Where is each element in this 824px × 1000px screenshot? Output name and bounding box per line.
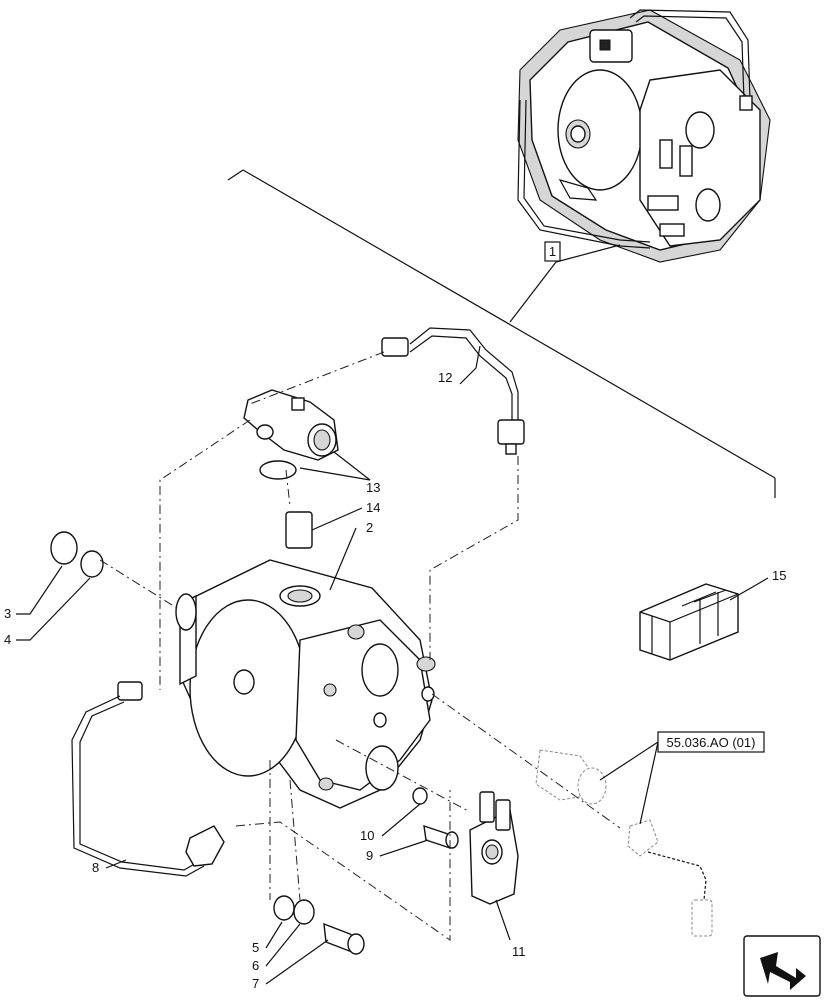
leader-lines — [16, 345, 769, 985]
reference-link[interactable]: 55.036.AO (01) — [657, 731, 765, 753]
screw-9 — [423, 824, 459, 849]
kit-crate-15 — [639, 583, 739, 661]
callout-1: 1 — [544, 241, 561, 262]
callout-8: 8 — [92, 860, 99, 875]
callout-10: 10 — [360, 828, 374, 843]
callout-14: 14 — [366, 500, 380, 515]
o-ring-13 — [259, 460, 297, 480]
callout-4: 4 — [4, 632, 11, 647]
spring-14 — [285, 511, 313, 549]
plug-screw-7 — [323, 922, 365, 955]
callout-1-label: 1 — [549, 244, 556, 259]
reference-sensor — [535, 749, 713, 937]
pipe-8 — [71, 681, 225, 877]
reference-label: 55.036.AO (01) — [667, 735, 756, 750]
pipe-12 — [381, 327, 525, 455]
callout-3: 3 — [4, 606, 11, 621]
callout-labels: 12 13 14 2 3 4 8 10 9 11 5 6 7 15 — [4, 370, 786, 991]
pump-housing-2 — [175, 559, 436, 809]
assembly-bracket — [227, 169, 776, 498]
control-valve-11 — [469, 791, 519, 905]
washer-10 — [412, 787, 428, 805]
callout-15: 15 — [772, 568, 786, 583]
callout-13: 13 — [366, 480, 380, 495]
pump-assembly-overview — [517, 9, 771, 263]
seals-5-6 — [273, 895, 315, 925]
callout-12: 12 — [438, 370, 452, 385]
callout-11: 11 — [512, 944, 526, 959]
callout-9: 9 — [366, 848, 373, 863]
callout-2: 2 — [366, 520, 373, 535]
callout-6: 6 — [252, 958, 259, 973]
retaining-rings — [50, 531, 104, 578]
assembly-center-lines — [99, 351, 621, 941]
callout-5: 5 — [252, 940, 259, 955]
callout-7: 7 — [252, 976, 259, 991]
next-page-arrow-icon[interactable] — [743, 935, 821, 997]
valve-body-13 — [243, 389, 339, 461]
